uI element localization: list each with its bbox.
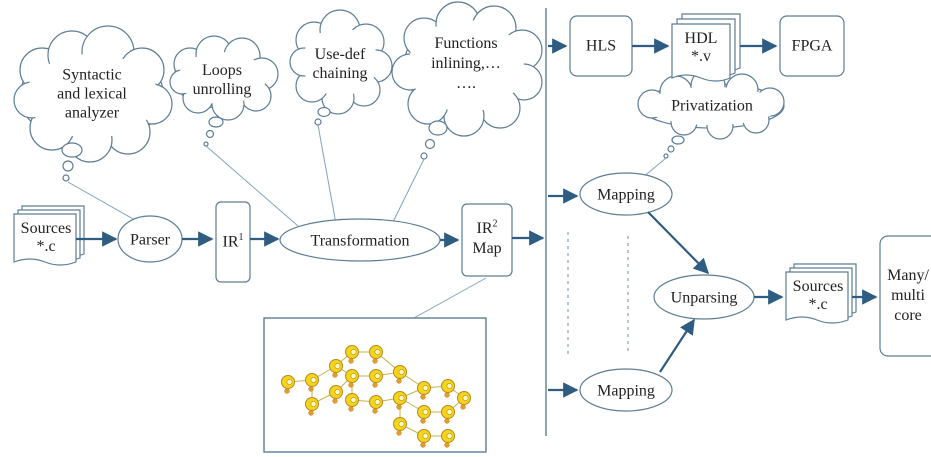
sources-output-line1: Sources	[792, 278, 844, 295]
graph-node	[369, 345, 383, 364]
ir1-sup: 1	[238, 232, 244, 244]
graph-node	[345, 345, 359, 364]
hdl-label: HDL *.v	[685, 30, 718, 66]
cloud-usedef	[289, 9, 393, 126]
flow-arrows	[76, 38, 878, 398]
cloud-syntactic-label: Syntactic and lexical analyzer	[57, 66, 127, 122]
sources-input-stack	[13, 205, 85, 266]
cloud-loops-label: Loops unrolling	[192, 62, 252, 98]
fpga-label: FPGA	[791, 37, 833, 55]
ir2-map-box	[461, 203, 513, 277]
ir1-label: IR1	[223, 233, 244, 252]
transformation-label: Transformation	[310, 232, 410, 250]
graph-node	[417, 405, 431, 424]
mapping-bottom-node	[579, 368, 673, 412]
ir2-base: IR	[476, 220, 493, 237]
graph-node	[441, 405, 455, 424]
mapping-bottom-label: Mapping	[597, 382, 655, 400]
hdl-line2: *.v	[690, 48, 711, 65]
unparsing-label: Unparsing	[670, 289, 738, 307]
graph-node	[345, 369, 359, 388]
ir2-sup: 2	[492, 218, 498, 230]
graph-node	[441, 429, 455, 448]
ir1-base: IR	[222, 233, 239, 251]
cloud-syntactic	[13, 25, 173, 182]
graph-node	[329, 359, 343, 378]
graph-node	[457, 391, 471, 410]
parser-label: Parser	[130, 231, 170, 249]
graph-node	[441, 379, 455, 398]
hdl-line1: HDL	[684, 30, 718, 47]
sources-output-stack	[785, 263, 857, 324]
sources-input-line1: Sources	[20, 220, 72, 237]
ir1-box	[215, 201, 251, 283]
graph-node	[417, 381, 431, 400]
cloud-privatization-label: Privatization	[671, 97, 753, 115]
mapping-top-label: Mapping	[597, 186, 655, 204]
sources-output-label: Sources *.c	[793, 278, 844, 314]
cloud-functions-label: Functions inlining,… ….	[431, 35, 501, 92]
graph-node	[393, 391, 407, 410]
graph-node	[393, 417, 407, 436]
dependency-graph	[281, 345, 471, 448]
hls-label: HLS	[585, 37, 617, 55]
ir2-line2: Map	[472, 240, 502, 257]
manycore-line2: multi	[891, 287, 925, 304]
mapping-top-node	[579, 172, 673, 216]
graph-node	[281, 375, 295, 394]
sources-output-line2: *.c	[808, 296, 828, 313]
graph-node	[305, 397, 319, 416]
fpga-box	[779, 15, 845, 77]
cloud-loops	[169, 35, 279, 147]
manycore-line1: Many/	[887, 267, 929, 284]
ir2-map-label: IR2 Map	[472, 219, 501, 259]
manycore-label: Many/ multi core	[887, 266, 929, 326]
sources-input-label: Sources *.c	[21, 220, 72, 256]
hdl-stack	[671, 13, 741, 82]
graph-node	[345, 393, 359, 412]
manycore-box	[879, 235, 931, 357]
graph-node	[393, 365, 407, 384]
graph-node	[369, 369, 383, 388]
manycore-line3: core	[894, 307, 922, 324]
cloud-connectors	[67, 124, 667, 319]
graph-node	[417, 429, 431, 448]
sources-input-line2: *.c	[36, 238, 56, 255]
graph-node	[329, 385, 343, 404]
cloud-functions	[391, 1, 543, 160]
cloud-usedef-label: Use-def chaining	[312, 46, 368, 82]
graph-node	[369, 395, 383, 414]
graph-node	[305, 373, 319, 392]
